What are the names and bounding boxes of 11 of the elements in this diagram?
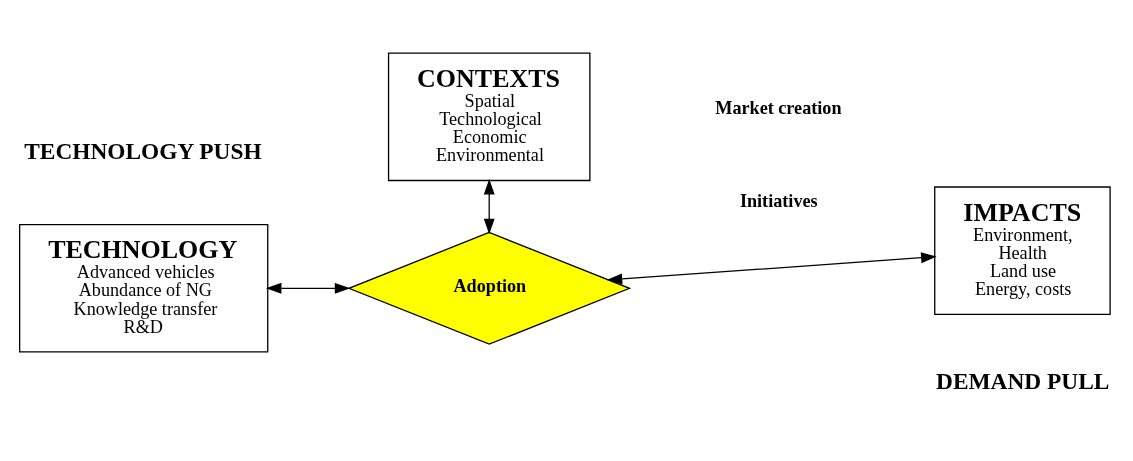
label: DEMAND PULL xyxy=(936,367,1110,394)
node-box: IMPACTS Environment, Health Land use Energy, costs xyxy=(934,186,1111,315)
label: Market creation xyxy=(715,97,842,118)
arrow xyxy=(265,282,351,294)
arrow xyxy=(606,252,937,285)
label: TECHNOLOGY PUSH xyxy=(24,137,262,164)
node-box: CONTEXTS Spatial Technological Economic Environmental xyxy=(387,52,591,182)
node-box: TECHNOLOGY Advanced vehicles Abundance of NG Knowledge transfer R&D xyxy=(19,224,269,353)
arrow xyxy=(483,178,495,235)
node-diamond: Adoption xyxy=(347,231,632,345)
label: Initiatives xyxy=(739,191,818,212)
